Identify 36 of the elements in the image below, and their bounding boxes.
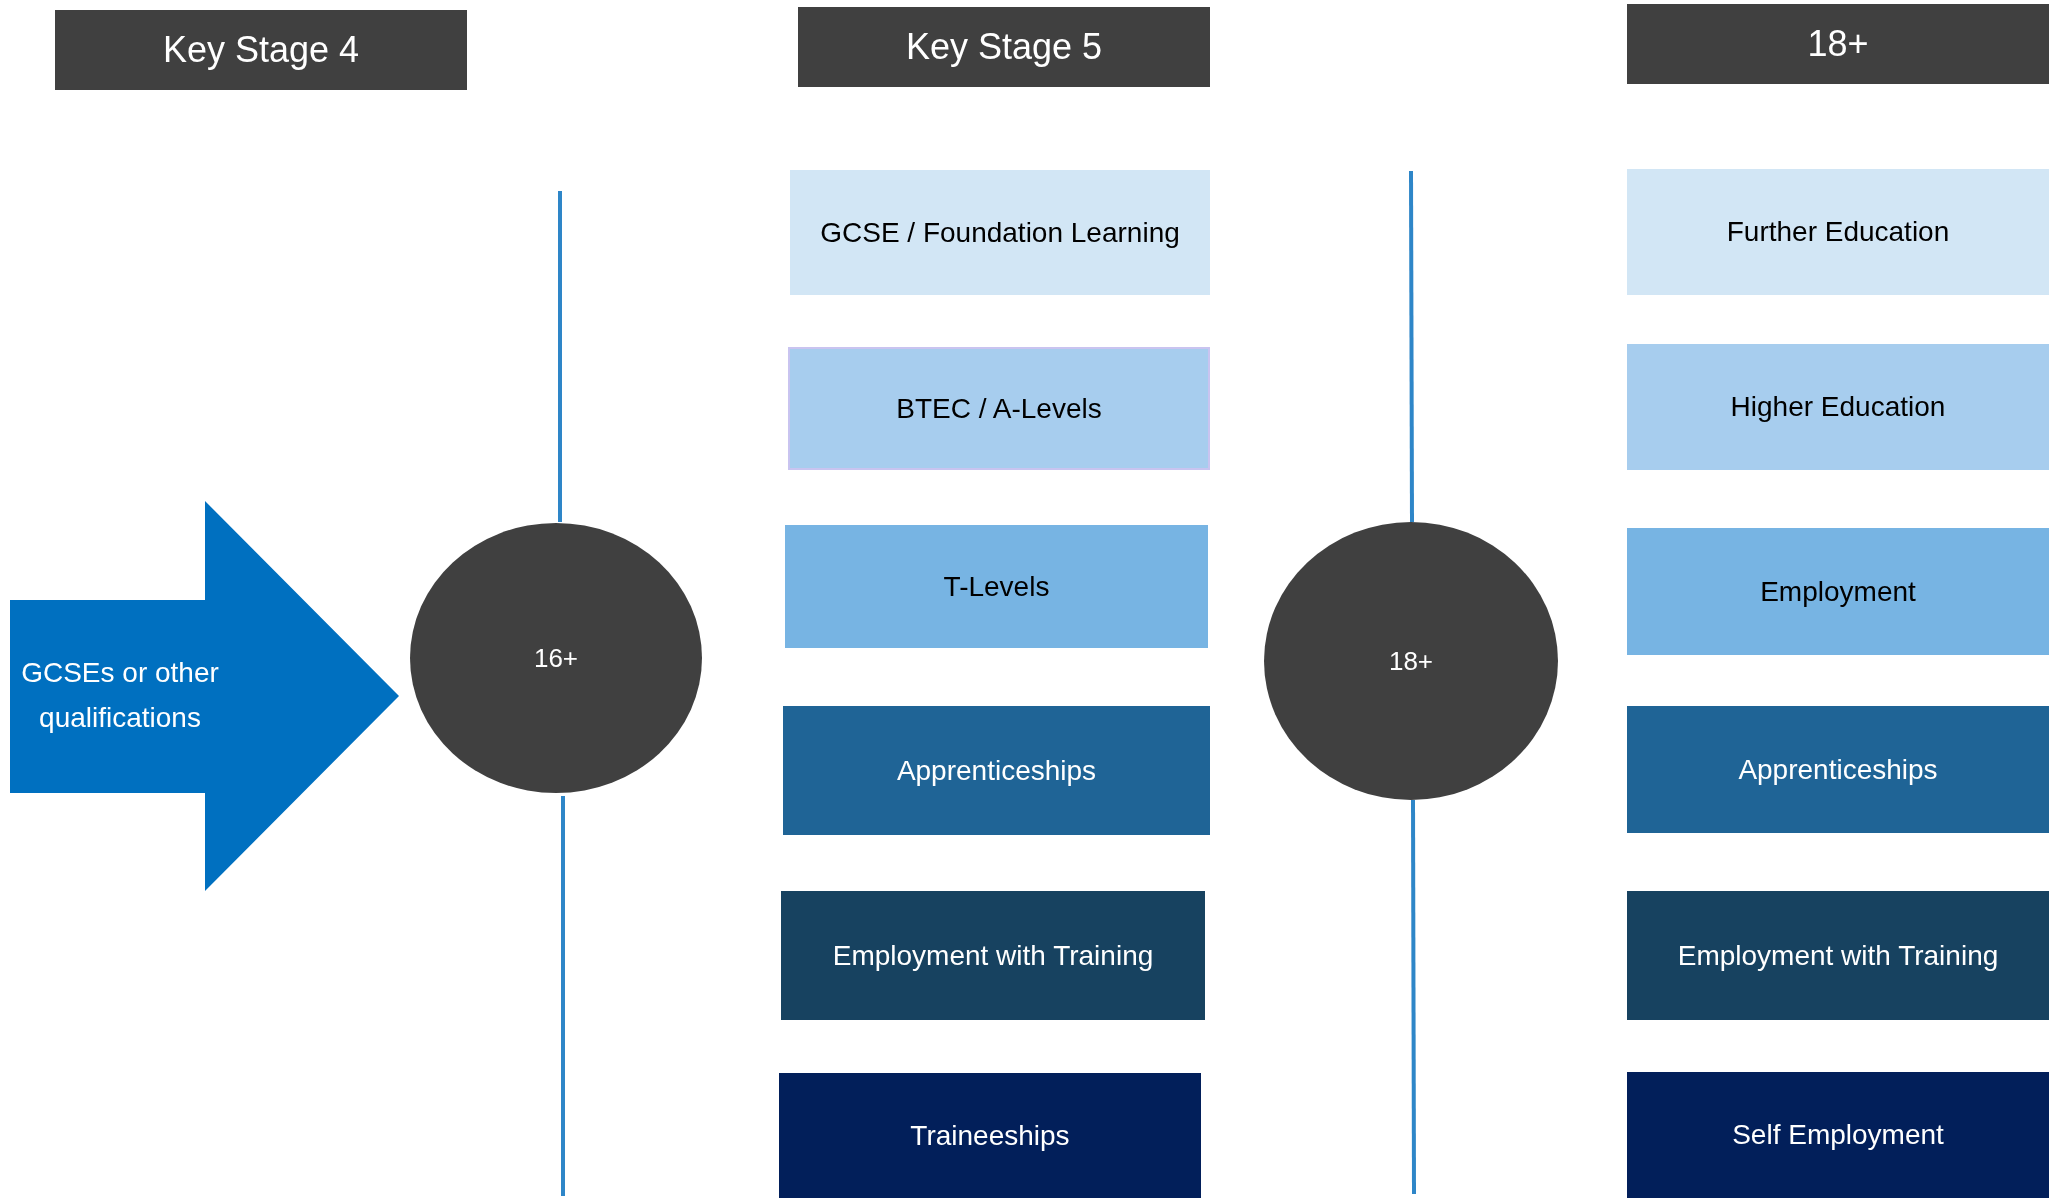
header-bar: [798, 7, 1210, 87]
option-box: [783, 706, 1210, 835]
header-text: Key Stage 4: [162, 29, 360, 71]
option-box: [790, 170, 1210, 295]
option-box: [1627, 344, 2049, 470]
node-label: GCSE / Foundation Learning: [820, 216, 1180, 249]
option-box: [781, 891, 1205, 1020]
option-box: [779, 1073, 1201, 1198]
node-label: Higher Education: [1730, 391, 1946, 423]
stage-circle: [1263, 521, 1559, 801]
node-label: Employment: [1760, 575, 1916, 608]
option-box: [1627, 891, 2049, 1020]
option-box: [788, 347, 1210, 470]
header-bar: [1627, 4, 2049, 84]
node-label: Employment with Training: [1677, 939, 1999, 972]
stage-circle: [409, 522, 703, 794]
option-box: [1627, 169, 2049, 295]
node-label: 18+: [1388, 645, 1434, 677]
node-label: Apprenticeships: [896, 754, 1097, 787]
arrow-shape: [10, 501, 399, 891]
header-text: 18+: [1807, 23, 1869, 65]
node-label: 16+: [533, 642, 579, 674]
option-box: [1627, 528, 2049, 655]
option-box: [1627, 1072, 2049, 1198]
node-label: BTEC / A-Levels: [896, 392, 1102, 425]
node-label: T-Levels: [943, 570, 1050, 603]
node-label: Self Employment: [1732, 1119, 1944, 1151]
node-label: GCSEs or other qualifications: [20, 656, 220, 735]
node-label: Employment with Training: [832, 939, 1154, 972]
header-text: Key Stage 5: [905, 26, 1103, 68]
node-label: Apprenticeships: [1738, 753, 1938, 786]
option-box: [785, 525, 1208, 648]
node-label: Further Education: [1726, 216, 1950, 248]
header-bar: [55, 10, 467, 90]
node-label: Traineeships: [910, 1119, 1070, 1152]
option-box: [1627, 706, 2049, 833]
